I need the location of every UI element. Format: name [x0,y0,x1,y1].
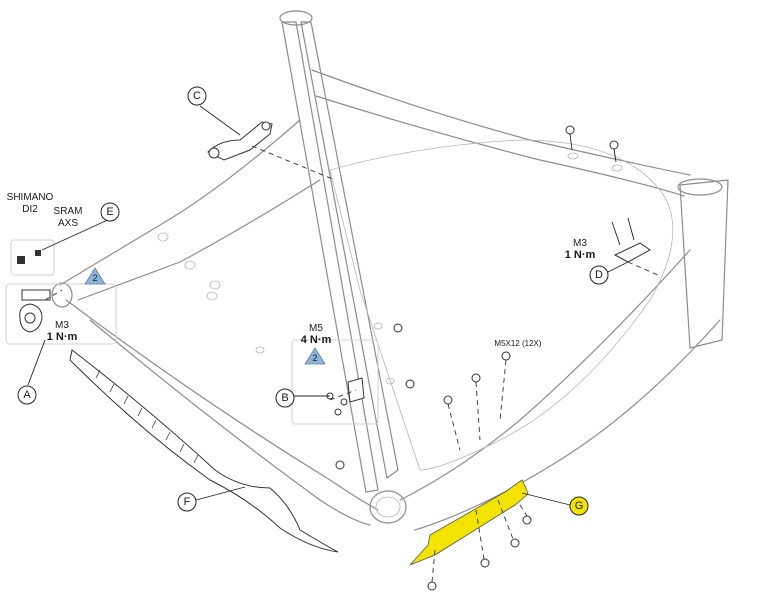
svg-text:G: G [575,500,584,512]
svg-text:B: B [281,392,288,404]
system-labels: SHIMANO DI2 SRAM AXS [7,192,83,229]
svg-text:A: A [23,389,31,401]
head-tube [679,179,729,349]
hanger-bolt-size: M3 [55,320,69,331]
guard-highlight [409,479,529,566]
down-tube-bolts [443,351,511,451]
hanger-torque: 1 N·m [47,331,78,343]
callout-g: G [569,496,589,516]
port-cover [613,242,651,263]
bottle-bolt-label: M5X12 (12X) [494,339,541,348]
part-a-group [5,283,117,345]
top-tube-bolts [565,125,623,172]
sram-axs-plug-icon [35,250,41,256]
triangle-marker-hanger: 2 [84,267,106,285]
svg-text:F: F [184,496,191,508]
seat-tube [281,21,379,493]
guard-bolts [427,499,532,591]
bottle-bolt-spec: M5X12 (12X) [494,339,541,348]
hanger-torque-spec: M3 1 N·m [47,320,78,343]
svg-text:2: 2 [92,273,97,283]
bolts [335,125,623,591]
svg-text:C: C [193,90,201,102]
top-tube [311,69,691,176]
down-tube [399,249,691,501]
shimano-label: SHIMANO [7,192,54,203]
callout-d: D [589,265,609,285]
chainstay-protector-f [69,349,339,553]
chain-stay [65,299,379,511]
callout-b: B [275,388,295,408]
svg-text:D: D [595,269,603,281]
shimano-di2-plug-icon [17,256,25,264]
fd-torque: 4 N·m [301,334,332,346]
cable-guide-c [207,121,336,181]
fd-bolt-size: M5 [309,323,323,334]
svg-text:2: 2 [312,353,317,363]
rear-dropout [51,282,73,308]
axs-label: AXS [58,218,78,229]
protector-strip [69,349,339,553]
chainstay-guard-g [409,479,529,566]
fd-torque-spec: M5 4 N·m [301,323,332,346]
seat-tube-bolts [335,322,415,470]
callout-leaders [27,105,629,506]
seat-stay [59,119,301,286]
seat-tube-opening [279,10,313,26]
port-torque: 1 N·m [565,249,596,261]
sram-label: SRAM [54,206,83,217]
hanger-plate [21,289,51,301]
port-bolt-size: M3 [573,238,587,249]
callout-a: A [17,385,37,405]
port-torque-spec: M3 1 N·m [565,238,596,261]
part-d-group [611,217,661,277]
callout-f: F [177,492,197,512]
bicycle-frame [51,10,729,531]
part-b-group [291,339,379,425]
di2-label: DI2 [22,204,38,215]
triangle-marker-fd: 2 [304,347,326,365]
callout-e: E [100,202,120,222]
callout-c: C [187,86,207,106]
svg-text:E: E [106,206,113,218]
bottom-bracket [369,490,407,524]
part-e-group [10,239,55,276]
